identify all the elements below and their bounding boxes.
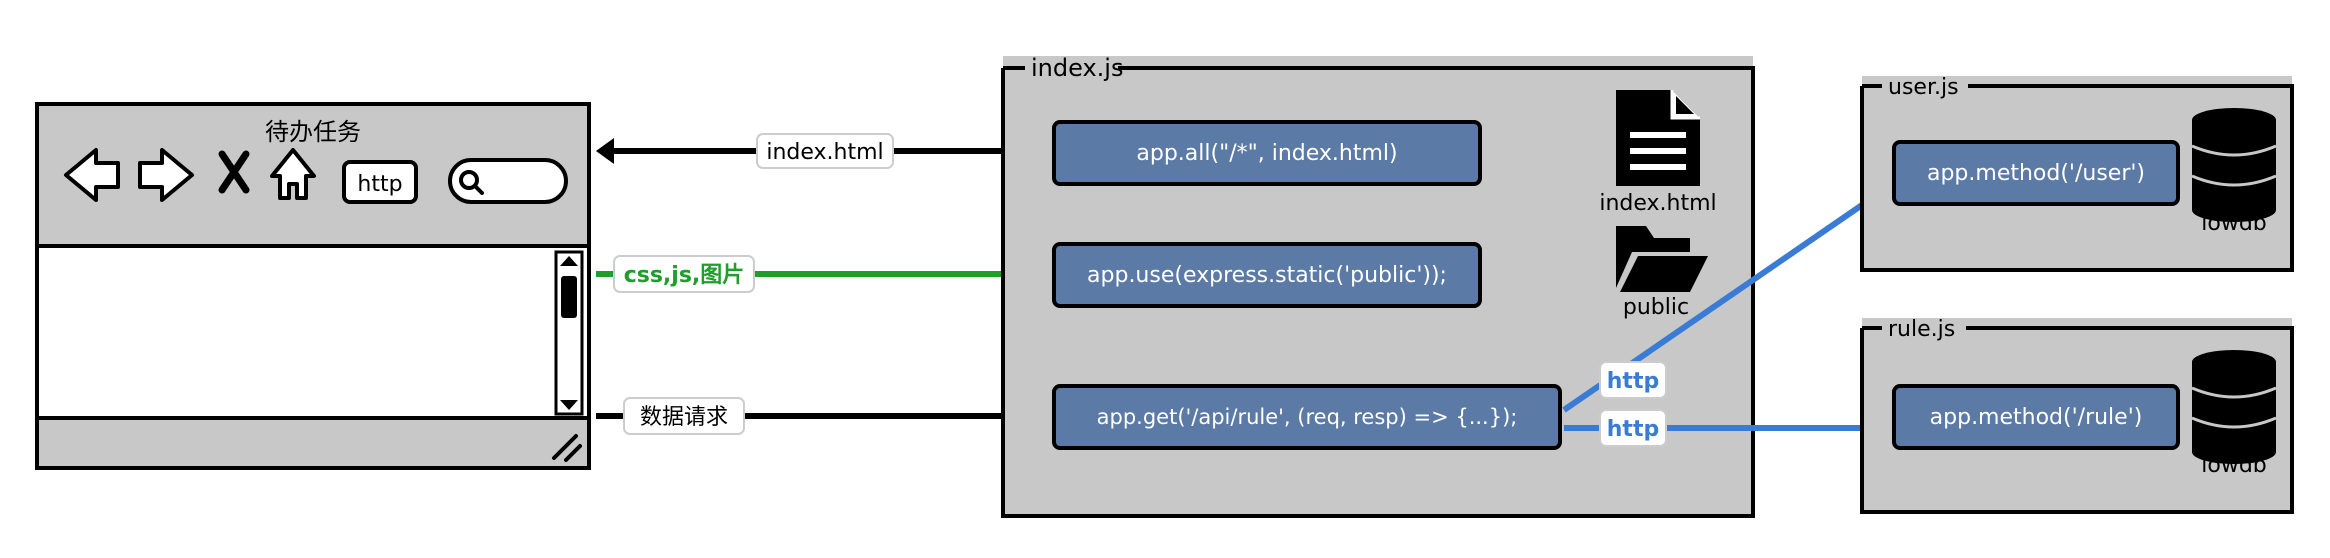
database-icon — [2191, 108, 2277, 222]
user-db-label: lowdb — [2201, 211, 2267, 236]
data-request-label: 数据请求 — [640, 405, 728, 430]
search-input[interactable] — [448, 158, 568, 204]
scrollbar[interactable] — [554, 250, 584, 416]
http-button[interactable]: http — [342, 160, 418, 204]
scroll-up-icon[interactable] — [560, 256, 578, 266]
user-js-panel: user.js app.method('/user') lowdb — [1860, 75, 2294, 272]
index-js-title: index.js — [1031, 54, 1123, 82]
scroll-down-icon[interactable] — [560, 400, 578, 410]
route-all-text: app.all("/*", index.html) — [1136, 141, 1397, 166]
user-method-text: app.method('/user') — [1927, 161, 2145, 186]
page-request-arrow: index.html — [596, 133, 1058, 169]
home-icon[interactable] — [270, 148, 316, 200]
http-user-arrow: http — [1562, 184, 1894, 413]
static-assets-label: css,js,图片 — [624, 263, 745, 288]
browser-statusbar — [35, 416, 591, 470]
browser-window: 待办任务 http — [35, 102, 591, 470]
rule-db-label: lowdb — [2201, 453, 2267, 478]
rule-js-panel: rule.js app.method('/rule') lowdb — [1860, 317, 2294, 514]
route-all-box: app.all("/*", index.html) — [1052, 120, 1482, 186]
http-rule-label: http — [1607, 417, 1659, 442]
data-request-arrow: 数据请求 — [596, 397, 1058, 435]
page-request-label: index.html — [766, 140, 883, 165]
http-button-label: http — [357, 172, 402, 197]
http-rule-arrow: http — [1564, 409, 1896, 447]
rule-method-box: app.method('/rule') — [1892, 384, 2180, 450]
rule-method-text: app.method('/rule') — [1930, 405, 2143, 430]
scroll-thumb[interactable] — [561, 276, 577, 318]
public-folder-label: public — [1623, 295, 1689, 320]
document-icon — [1616, 90, 1700, 186]
user-js-title: user.js — [1888, 75, 1959, 100]
browser-title: 待办任务 — [265, 118, 361, 146]
index-html-file-label: index.html — [1599, 191, 1716, 216]
route-api-box: app.get('/api/rule', (req, resp) => {...… — [1052, 384, 1562, 450]
http-user-label: http — [1607, 369, 1659, 394]
resize-grip-icon[interactable] — [552, 434, 582, 462]
route-api-text: app.get('/api/rule', (req, resp) => {...… — [1097, 405, 1518, 429]
rule-js-title: rule.js — [1888, 317, 1955, 342]
route-static-box: app.use(express.static('public')); — [1052, 242, 1482, 308]
user-method-box: app.method('/user') — [1892, 140, 2180, 206]
folder-open-icon — [1616, 226, 1708, 292]
route-static-text: app.use(express.static('public')); — [1087, 263, 1447, 288]
search-icon — [459, 170, 479, 190]
forward-arrow-icon[interactable] — [138, 148, 194, 202]
database-icon — [2191, 350, 2277, 464]
back-arrow-icon[interactable] — [64, 148, 120, 202]
static-assets-arrow: css,js,图片 — [596, 255, 1058, 293]
close-icon[interactable] — [218, 150, 250, 194]
